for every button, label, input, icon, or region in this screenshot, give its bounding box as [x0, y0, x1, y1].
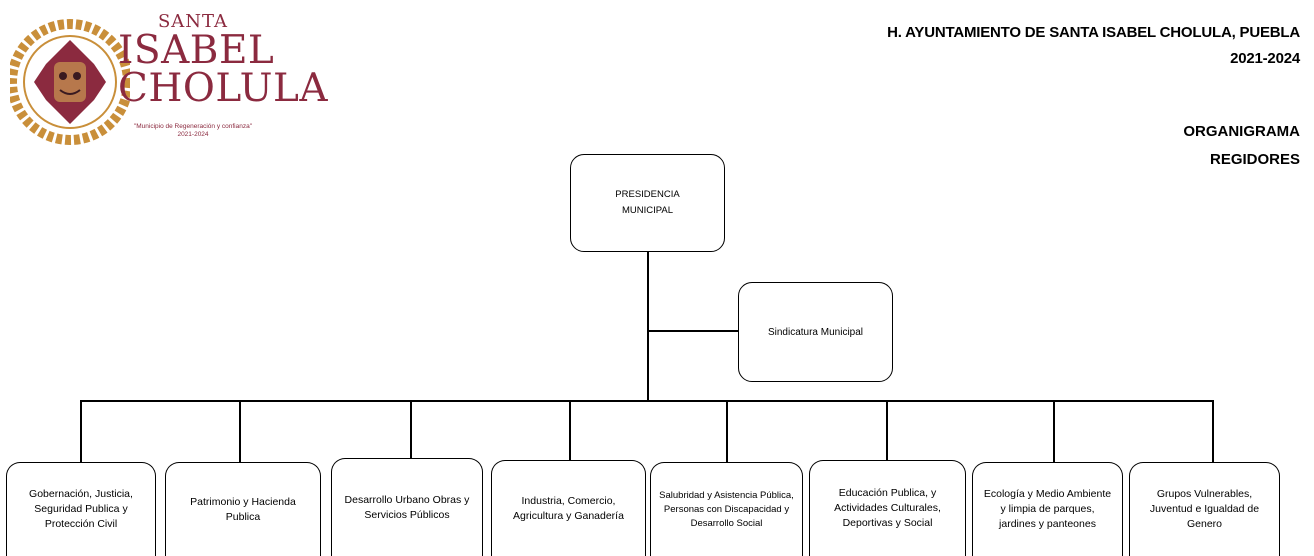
regiduria-label: Patrimonio y Hacienda Publica [190, 495, 296, 523]
connector-drop [726, 400, 728, 462]
regiduria-label: Gobernación, Justicia, Seguridad Publica… [29, 488, 133, 530]
connector-trunk [647, 252, 649, 400]
regiduria-box: Gobernación, Justicia, Seguridad Publica… [6, 462, 156, 556]
connector-drop [569, 400, 571, 462]
logo-isabel-text: ISABEL [118, 28, 275, 73]
regiduria-box: Ecología y Medio Ambiente y limpia de pa… [972, 462, 1123, 556]
logo-years-text: 2021-2024 [177, 131, 209, 138]
header-regidores: REGIDORES [1209, 151, 1300, 168]
presidencia-label: PRESIDENCIA MUNICIPAL [615, 189, 680, 216]
logo-tagline: "Municipio de Regeneración y confianza" … [118, 123, 268, 139]
logo-santa-text: SANTA [157, 11, 229, 32]
connector-drop [80, 400, 82, 462]
page-subheader: ORGANIGRAMA REGIDORES [1183, 114, 1300, 170]
regiduria-box: Industria, Comercio, Agricultura y Ganad… [491, 460, 646, 556]
regiduria-label: Desarrollo Urbano Obras y Servicios Públ… [344, 493, 470, 521]
connector-drop [1053, 400, 1055, 462]
regiduria-box: Grupos Vulnerables, Juventud e Igualdad … [1129, 462, 1280, 556]
regiduria-label: Industria, Comercio, Agricultura y Ganad… [513, 494, 624, 522]
regiduria-label: Salubridad y Asistencia Pública, Persona… [659, 489, 794, 529]
regiduria-label: Grupos Vulnerables, Juventud e Igualdad … [1149, 488, 1260, 530]
municipal-logo [7, 4, 270, 164]
connector-drop [886, 400, 888, 462]
regiduria-label: Educación Publica, y Actividades Cultura… [834, 487, 941, 529]
connector-sindicatura [647, 330, 739, 332]
logo-wordmark: SANTA ISABEL CHOLULA [118, 11, 329, 111]
connector-drop [1212, 400, 1214, 462]
connector-horizontal [80, 400, 1213, 402]
presidencia-box: PRESIDENCIA MUNICIPAL [570, 154, 725, 252]
regiduria-box: Patrimonio y Hacienda Publica [165, 462, 321, 556]
regiduria-box: Educación Publica, y Actividades Cultura… [809, 460, 966, 556]
logo-emblem-icon [7, 19, 133, 145]
connector-drop [410, 400, 412, 462]
sindicatura-box: Sindicatura Municipal [738, 282, 893, 382]
header-period: 2021-2024 [1230, 50, 1300, 67]
page-header: H. AYUNTAMIENTO DE SANTA ISABEL CHOLULA,… [887, 20, 1300, 72]
logo-cholula-text: CHOLULA [118, 66, 329, 111]
logo-tagline-text: "Municipio de Regeneración y confianza" [133, 123, 253, 130]
regiduria-box: Desarrollo Urbano Obras y Servicios Públ… [331, 458, 483, 556]
header-title: H. AYUNTAMIENTO DE SANTA ISABEL CHOLULA,… [887, 24, 1300, 41]
regiduria-label: Ecología y Medio Ambiente y limpia de pa… [983, 488, 1112, 530]
header-organigrama: ORGANIGRAMA [1183, 123, 1300, 140]
connector-drop [239, 400, 241, 462]
sindicatura-label: Sindicatura Municipal [767, 326, 864, 338]
regiduria-box: Salubridad y Asistencia Pública, Persona… [650, 462, 803, 556]
